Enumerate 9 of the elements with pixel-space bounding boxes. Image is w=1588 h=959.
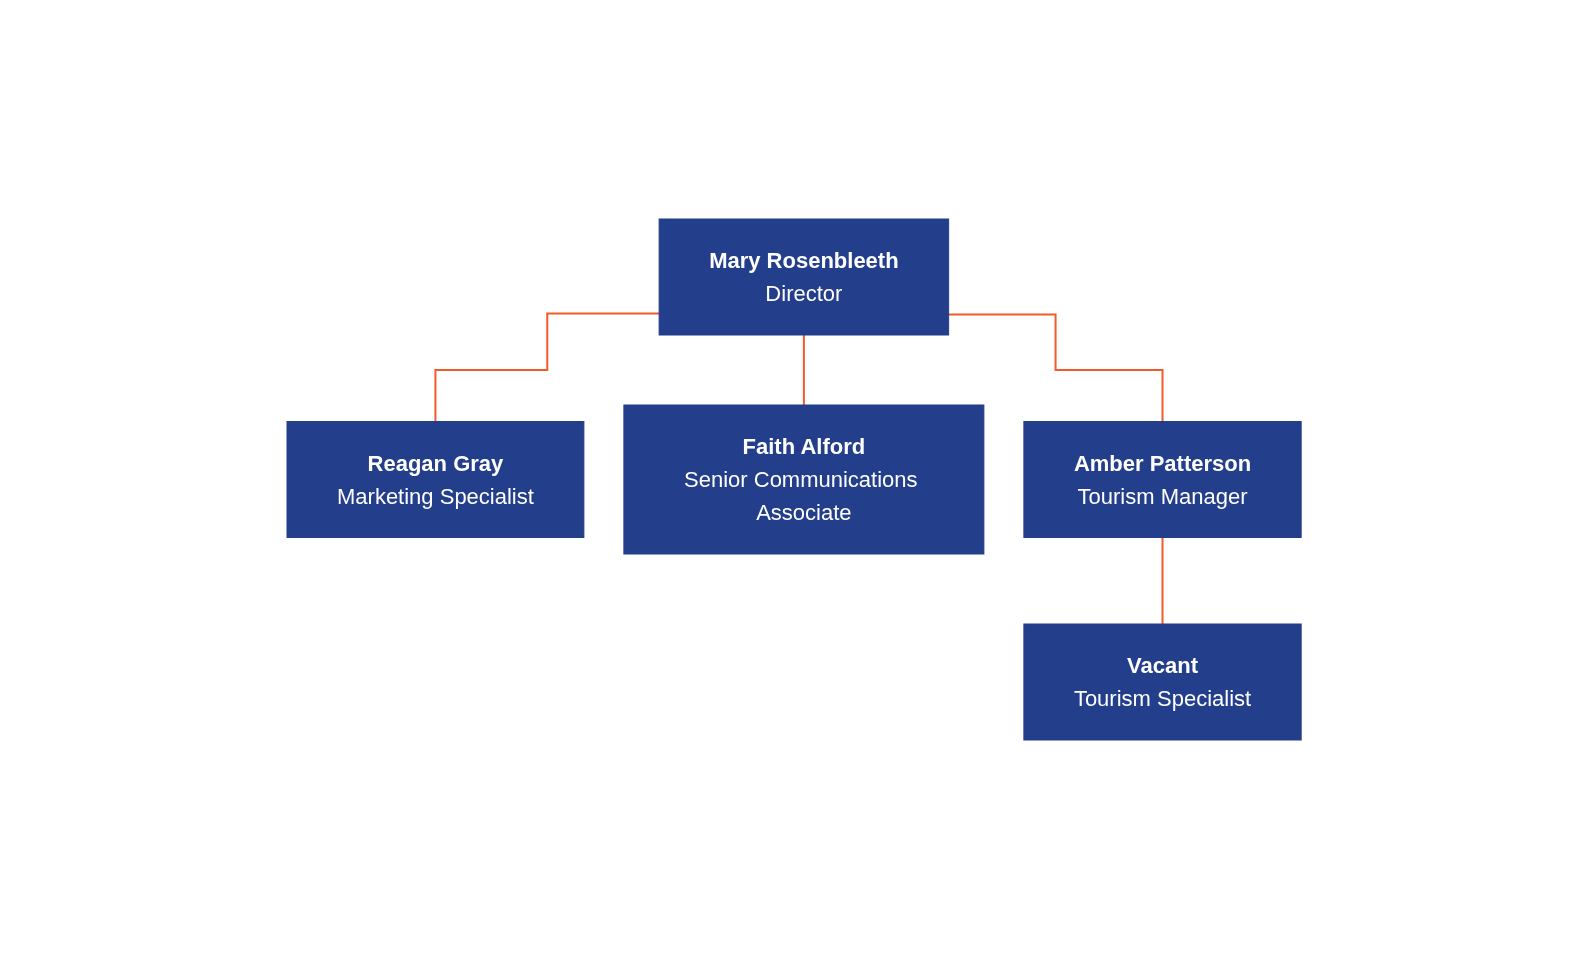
node-box: Vacant Tourism Specialist [1023,623,1302,741]
node-box: Amber Patterson Tourism Manager [1023,421,1302,538]
connector [947,313,1164,423]
connector [1161,536,1164,625]
connector [802,334,805,406]
node-box: Reagan Gray Marketing Specialist [286,421,585,538]
node-box: Faith Alford Senior Communications Associate [623,404,985,555]
node-box: Mary Rosenbleeth Director [658,218,950,336]
connector [434,312,661,423]
